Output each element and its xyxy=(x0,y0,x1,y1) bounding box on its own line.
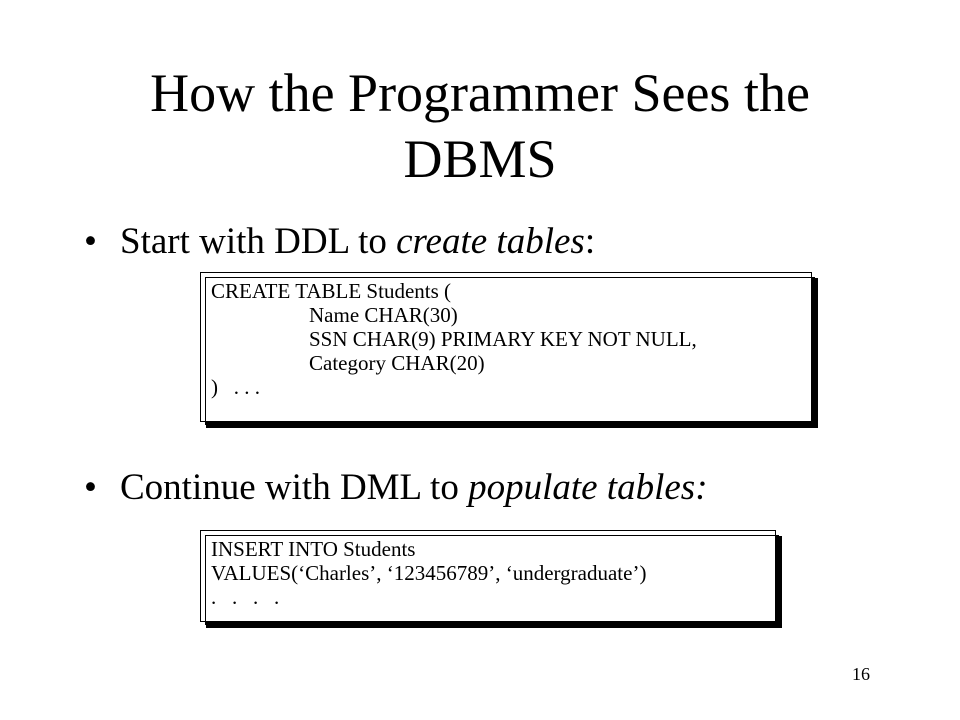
title-line-2: DBMS xyxy=(403,129,557,189)
code-line: VALUES(‘Charles’, ‘123456789’, ‘undergra… xyxy=(211,561,647,585)
bullet-dml: • Continue with DML to populate tables: xyxy=(84,466,708,510)
bullet-glyph: • xyxy=(84,467,97,508)
title-line-1: How the Programmer Sees the xyxy=(150,63,810,123)
bullet-dml-text: Continue with DML to xyxy=(120,467,469,508)
bullet-ddl: • Start with DDL to create tables: xyxy=(84,220,595,264)
bullet-ddl-emphasis: create tables xyxy=(396,221,585,262)
code-line: Name CHAR(30) xyxy=(309,303,458,327)
code-line: SSN CHAR(9) PRIMARY KEY NOT NULL, xyxy=(309,327,697,351)
code-line: . . . . xyxy=(211,585,280,609)
bullet-dml-emphasis: populate tables: xyxy=(468,467,708,508)
dml-code-box: INSERT INTO Students VALUES(‘Charles’, ‘… xyxy=(200,530,779,625)
page-number: 16 xyxy=(852,664,870,684)
code-line: CREATE TABLE Students ( xyxy=(211,279,452,303)
code-line: ) . . . xyxy=(211,375,260,399)
code-line: INSERT INTO Students xyxy=(211,537,416,561)
slide-title: How the Programmer Sees the DBMS xyxy=(60,60,900,192)
bullet-glyph: • xyxy=(84,221,97,262)
ddl-code-box: CREATE TABLE Students ( Name CHAR(30) SS… xyxy=(200,272,815,425)
bullet-ddl-suffix: : xyxy=(584,221,596,262)
code-line: Category CHAR(20) xyxy=(309,351,485,375)
bullet-ddl-text: Start with DDL to xyxy=(120,221,397,262)
